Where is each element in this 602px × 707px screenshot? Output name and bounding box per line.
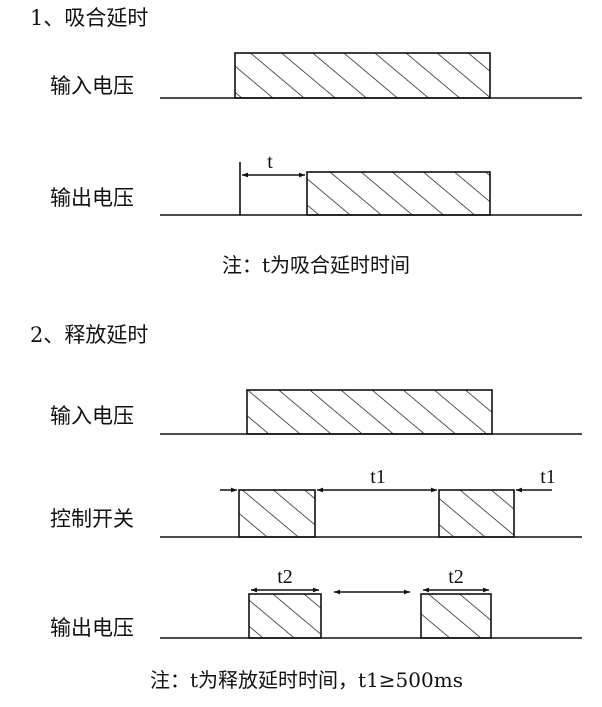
section2-input-label: 输入电压	[50, 404, 134, 428]
section2-note: 注：t为释放延时时间，t1≥500ms	[150, 668, 463, 692]
s1-output-pulse	[306, 171, 491, 216]
section2-output-label: 输出电压	[50, 616, 134, 640]
section1-title: 1、吸合延时	[30, 6, 149, 30]
section2-control-label: 控制开关	[50, 507, 134, 531]
s1-t-label: t	[267, 151, 273, 173]
s2-t1-label-right: t1	[540, 466, 556, 488]
s2-t2-label-left: t2	[277, 566, 293, 588]
s1-input-pulse	[234, 52, 491, 99]
section1-input-label: 输入电压	[50, 74, 134, 98]
s2-control-pulse-2	[438, 489, 515, 538]
section1-output-label: 输出电压	[50, 186, 134, 210]
s2-output-pulse-2	[420, 593, 492, 639]
s2-output-pulse-1	[248, 593, 322, 639]
s2-t1-label-mid: t1	[370, 466, 386, 488]
s2-input-pulse	[246, 389, 493, 435]
section1-note: 注：t为吸合延时时间	[222, 253, 411, 277]
s2-control-pulse-1	[238, 489, 316, 538]
s2-t2-label-right: t2	[448, 566, 464, 588]
section2-title: 2、释放延时	[30, 323, 149, 347]
